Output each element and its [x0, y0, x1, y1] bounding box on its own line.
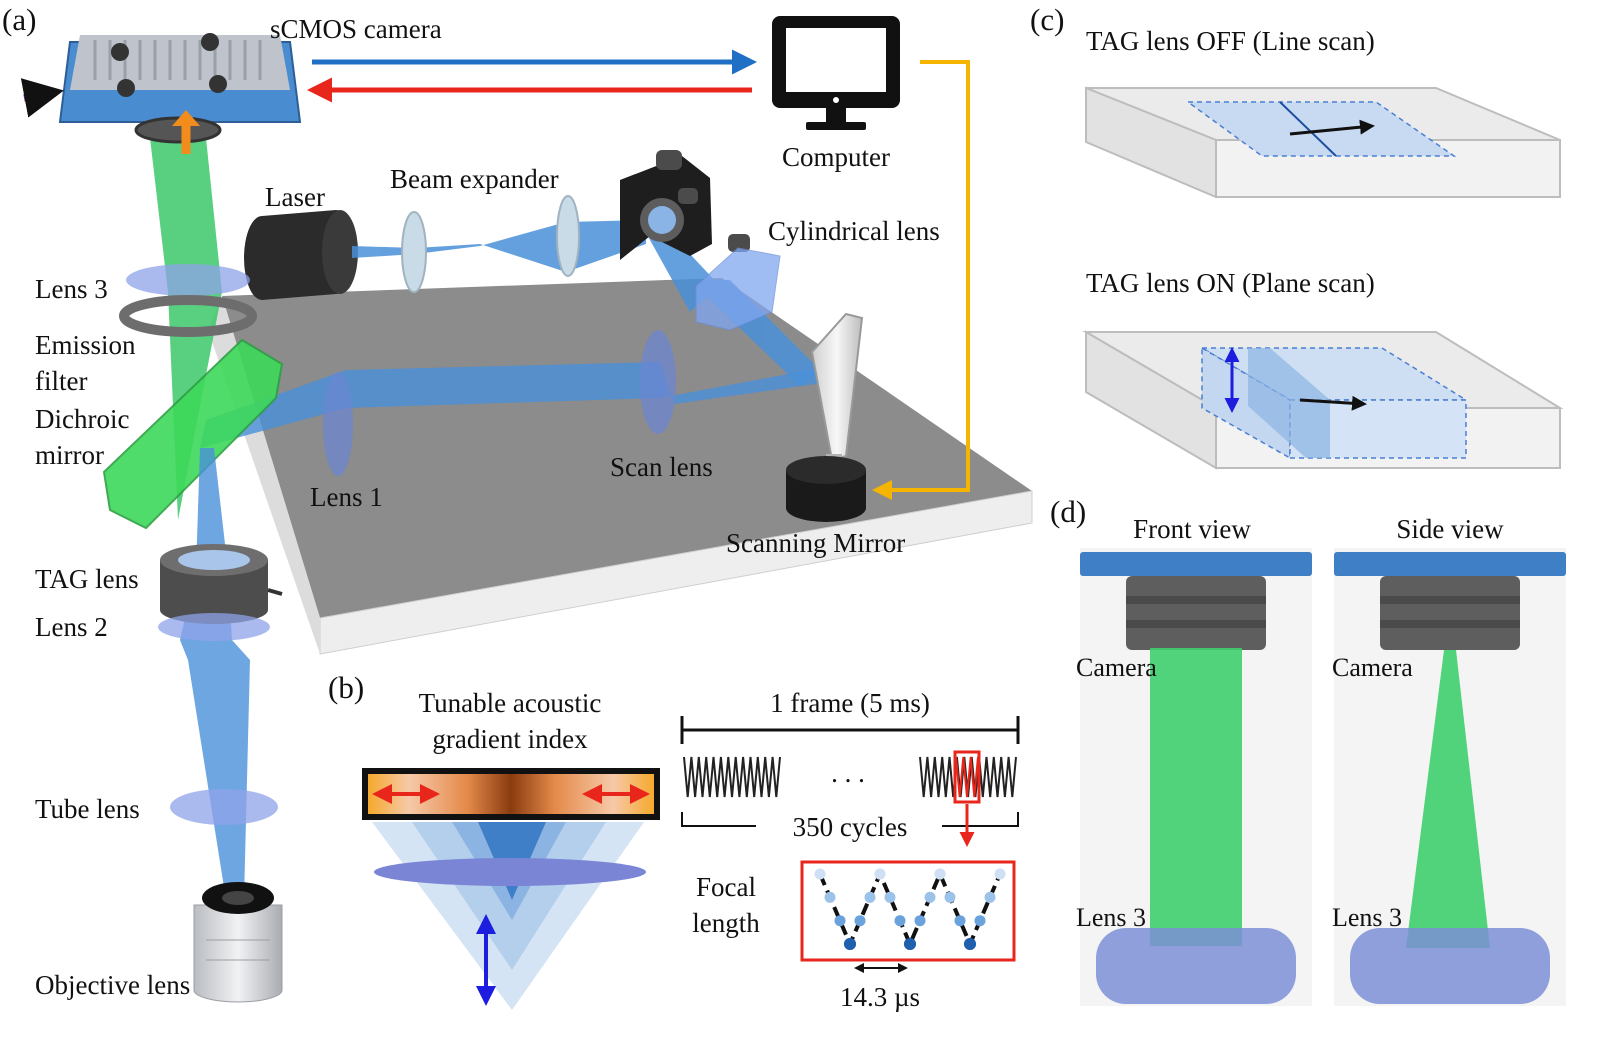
scan-lens	[640, 330, 676, 434]
laser-label: Laser	[265, 182, 325, 212]
focal-point	[874, 868, 886, 880]
emission-filter-label-2: filter	[35, 366, 87, 396]
focal-point	[814, 868, 826, 880]
focal-point	[894, 915, 906, 927]
panel-b-letter: (b)	[328, 670, 364, 705]
focal-length-label-1: Focal	[696, 872, 756, 902]
focal-point	[994, 868, 1006, 880]
focal-point	[844, 938, 856, 950]
lens-2	[158, 613, 270, 641]
oscillation-wave-left	[683, 756, 781, 798]
line-scan-sample	[1085, 86, 1561, 199]
focal-point	[834, 915, 846, 927]
side-camera-label: Camera	[1332, 653, 1413, 682]
computer-icon	[772, 16, 900, 130]
line-scan-label: TAG lens OFF (Line scan)	[1086, 26, 1375, 56]
tag-lens	[160, 544, 283, 624]
focal-point	[924, 891, 936, 903]
focal-point	[824, 891, 836, 903]
scanning-mirror-label: Scanning Mirror	[726, 528, 905, 558]
front-lens3-label: Lens 3	[1076, 903, 1146, 932]
focal-point	[914, 915, 926, 927]
dichroic-label-2: mirror	[35, 440, 104, 470]
panel-a: (a) sCMO	[2, 2, 1033, 1003]
focal-point	[854, 915, 866, 927]
laser	[244, 210, 358, 300]
emission-filter	[119, 295, 257, 337]
tag-title-line-1: Tunable acoustic	[419, 688, 602, 718]
cycles-bracket-right	[942, 812, 1019, 827]
dichroic-label-1: Dichroic	[35, 404, 129, 434]
cylindrical-lens	[695, 247, 781, 331]
oscillation-wave-highlight	[955, 756, 979, 798]
computer-label: Computer	[782, 142, 890, 172]
panel-c: (c) TAG lens OFF (Line scan) TAG lens ON…	[1030, 2, 1564, 470]
focal-point	[974, 915, 986, 927]
scan-lens-label: Scan lens	[610, 452, 713, 482]
focal-point	[864, 891, 876, 903]
cycles-bracket	[681, 812, 756, 827]
beam-expander-label: Beam expander	[390, 164, 559, 194]
lens-3	[126, 264, 250, 296]
focal-length-label-2: length	[692, 908, 760, 938]
panel-d-letter: (d)	[1050, 494, 1086, 529]
tag-lens-label: TAG lens	[35, 564, 139, 594]
scmos-camera	[20, 33, 302, 154]
expander-lens-2	[556, 195, 580, 277]
scanning-mirror	[786, 312, 866, 522]
focal-point	[884, 891, 896, 903]
emission-filter-label-1: Emission	[35, 330, 136, 360]
cycles-label: 350 cycles	[793, 812, 908, 842]
panel-c-letter: (c)	[1030, 2, 1064, 37]
lens-1	[323, 372, 353, 476]
wave-ellipsis: . . .	[831, 758, 865, 788]
frame-duration-label: 1 frame (5 ms)	[770, 688, 930, 718]
tag-lens-element	[374, 858, 646, 886]
tube-lens	[170, 789, 278, 825]
control-signal-line	[872, 60, 970, 500]
objective-lens	[193, 882, 283, 1003]
focal-point	[984, 891, 996, 903]
front-view-title: Front view	[1133, 514, 1251, 544]
expander-lens-1	[401, 211, 427, 293]
tag-title-line-2: gradient index	[432, 724, 588, 754]
dichroic-mirror	[102, 338, 284, 530]
side-view	[1334, 548, 1566, 1006]
focal-point	[964, 938, 976, 950]
period-label: 14.3 µs	[840, 982, 920, 1012]
focal-length-points	[814, 868, 1006, 950]
lens-3-label: Lens 3	[35, 274, 108, 304]
front-view	[1080, 548, 1312, 1006]
mirror-mount	[620, 150, 750, 260]
zoom-box	[953, 750, 981, 804]
panel-a-letter: (a)	[2, 2, 36, 37]
side-view-title: Side view	[1396, 514, 1504, 544]
plane-scan-label: TAG lens ON (Plane scan)	[1086, 268, 1375, 298]
illumination-sheet	[200, 362, 830, 448]
focal-point	[954, 915, 966, 927]
camera-label: sCMOS camera	[270, 14, 442, 44]
lens-1-label: Lens 1	[310, 482, 383, 512]
detection-beam	[180, 448, 250, 900]
lens-2-label: Lens 2	[35, 612, 108, 642]
objective-label: Objective lens	[35, 970, 190, 1000]
panel-b: (b) Tunable acoustic gradient index 1 fr…	[328, 670, 1020, 1012]
cylindrical-lens-label: Cylindrical lens	[768, 216, 940, 246]
tube-lens-label: Tube lens	[35, 794, 140, 824]
plane-scan-sample	[1082, 330, 1564, 470]
focal-point	[904, 938, 916, 950]
front-camera-label: Camera	[1076, 653, 1157, 682]
focal-point	[934, 868, 946, 880]
side-lens3-label: Lens 3	[1332, 903, 1402, 932]
panel-d: (d) Front view Side view Camera Lens 3 C…	[1050, 494, 1566, 1006]
focal-point	[944, 891, 956, 903]
